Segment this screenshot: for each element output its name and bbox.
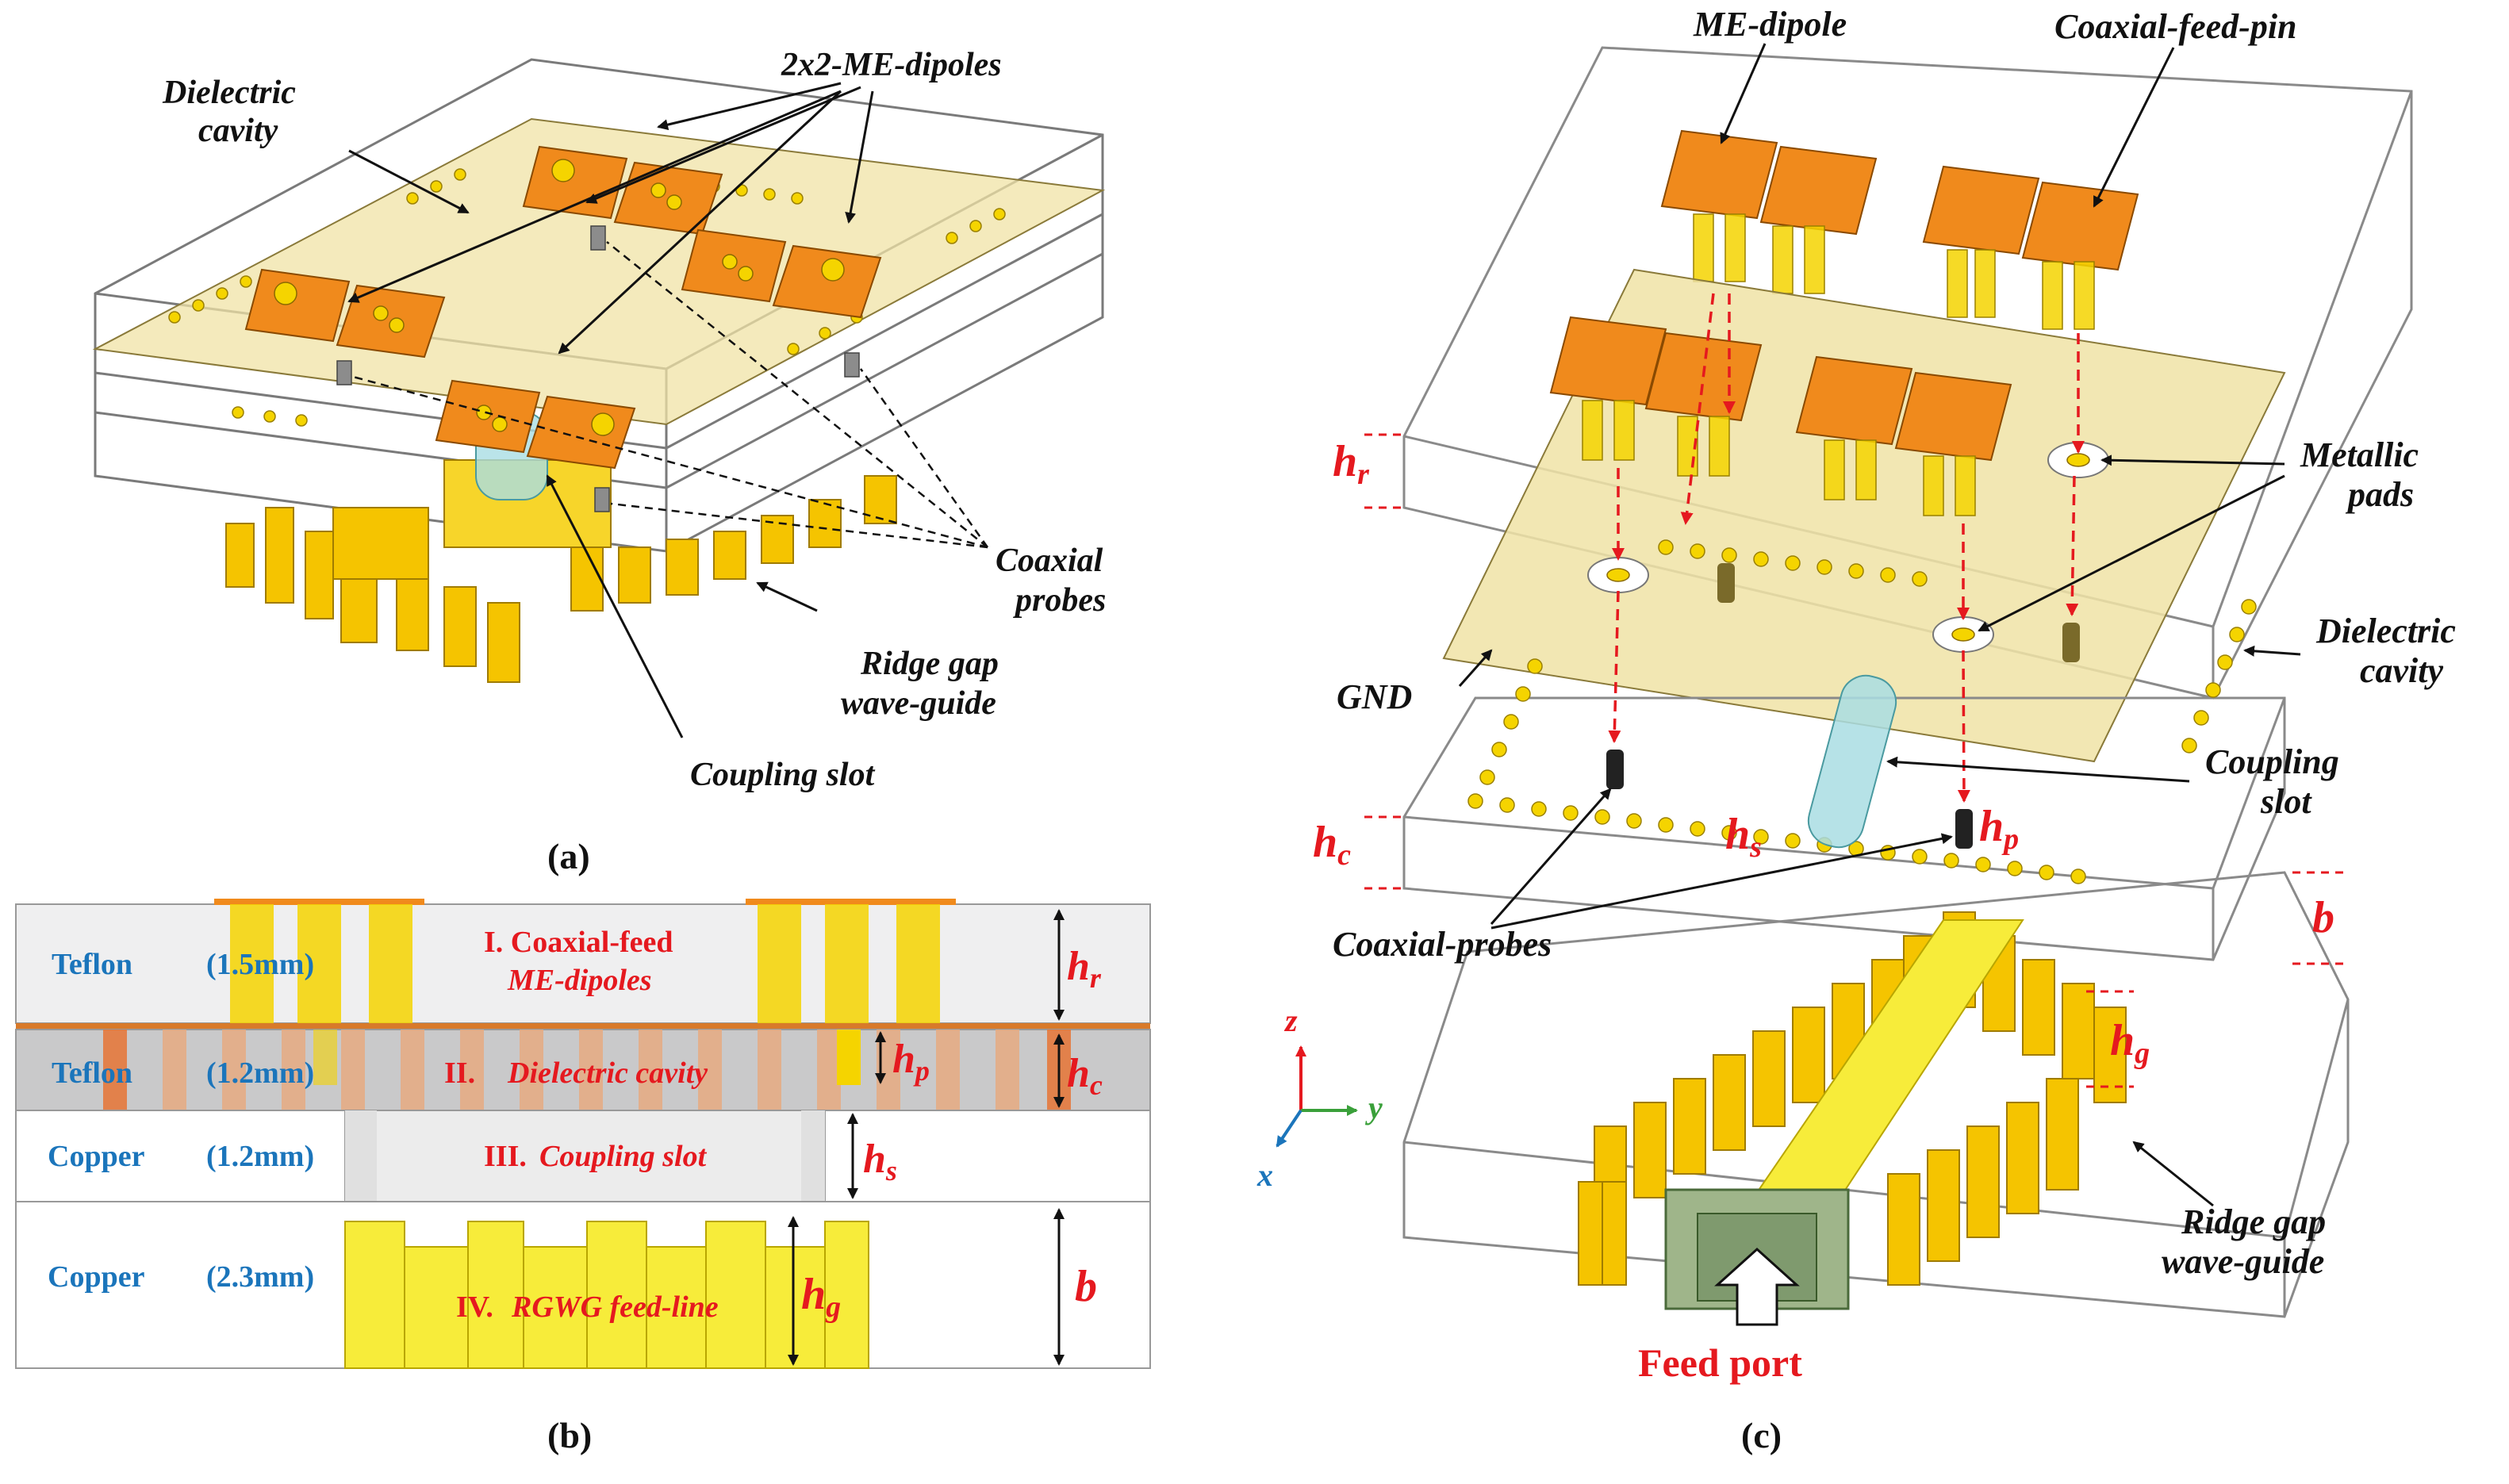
panel-a-ridge-pins [225, 459, 897, 683]
panel-c-pad-centers [1606, 453, 2090, 642]
panel-c-axes [1276, 1045, 1358, 1148]
dim-hp-b: hp [892, 1037, 930, 1087]
panel-c-cavity-label-1: Dielectric [2315, 612, 2456, 650]
panel-c-feed-port-label: Feed port [1638, 1340, 1802, 1385]
panel-c-lower-pins [1582, 400, 1976, 516]
panel-c-explode-arrows [1608, 293, 2085, 803]
layer-3-title-2: Coupling slot [539, 1140, 708, 1173]
panel-a: Dielectric cavity 2x2-ME-dipoles Coaxial… [92, 47, 1106, 876]
panel-a-patch-holes [274, 159, 845, 436]
layer-2-thickness: (1.2mm) [206, 1056, 314, 1090]
coupling-slot-cut [344, 1110, 826, 1202]
panel-c-caption: (c) [1741, 1415, 1782, 1455]
layer-4-material: Copper [48, 1260, 145, 1294]
panel-c-coax-probes [1606, 563, 2080, 849]
layer-3-material: Copper [48, 1140, 145, 1173]
panel-c-pads-label-2: pads [2345, 475, 2414, 514]
layer-2-probe-left [313, 1030, 337, 1085]
layer-1-title-2: ME-dipoles [507, 964, 652, 997]
layer-1-material: Teflon [52, 948, 132, 981]
panel-c-cavity-label-2: cavity [2360, 651, 2444, 690]
panel-b-dim-arrows [788, 909, 1065, 1366]
panel-a-rgw-label-1: Ridge gap [860, 646, 999, 682]
panel-c-probes-label: Coaxial-probes [1333, 925, 1552, 964]
panel-c-rgw-label-2: wave-guide [2162, 1242, 2324, 1281]
layer-4-title-2: RGWG feed-line [511, 1290, 719, 1324]
axis-y-label: y [1365, 1090, 1383, 1125]
layer-1-box [15, 903, 1151, 1024]
layer-1-patch-left [214, 899, 424, 905]
dim-b-b: b [1075, 1262, 1097, 1311]
panel-c-rgw-label-1: Ridge gap [2181, 1202, 2326, 1241]
dim-hg-c: hg [2110, 1016, 2150, 1070]
layer-3-thickness: (1.2mm) [206, 1140, 314, 1173]
layer-4-thickness: (2.3mm) [206, 1260, 314, 1294]
dim-hg-b: hg [801, 1270, 841, 1324]
dim-b-c: b [2312, 893, 2334, 942]
panel-c: z y x ME-dipole Coaxial-feed-pin Metalli… [1256, 5, 2456, 1455]
rgwg-feed-line [344, 1221, 869, 1369]
dim-hc-b: hc [1067, 1051, 1103, 1101]
layer-1-thickness: (1.5mm) [206, 948, 314, 981]
panel-c-cavity-vias [1467, 539, 2257, 884]
panel-a-slot-label: Coupling slot [690, 757, 876, 793]
panel-c-coupling-slot [1807, 674, 1897, 849]
panel-c-dim-dashes [1364, 433, 2348, 1088]
panel-c-slot-label-2: slot [2260, 782, 2312, 821]
layer-3-title: III. [484, 1140, 527, 1173]
panel-a-leaders [347, 82, 874, 738]
panel-c-feed-pin-label: Coaxial-feed-pin [2054, 7, 2297, 46]
dim-hs-c: hs [1725, 810, 1762, 864]
dipole-a4b [526, 395, 636, 470]
dim-hr-c: hr [1333, 437, 1370, 491]
dim-hs-b: hs [863, 1137, 897, 1187]
layer-2-probe [837, 1030, 861, 1085]
panel-c-upper-pins [1693, 213, 2095, 330]
panel-a-rgw-label-2: wave-guide [841, 685, 996, 722]
panel-a-coax-label-1: Coaxial [996, 543, 1103, 579]
layer-1-title: I. Coaxial-feed [484, 926, 673, 959]
dim-hc-c: hc [1313, 818, 1351, 872]
panel-a-dielectric-label-2: cavity [198, 113, 278, 149]
dim-hp-c: hp [1979, 802, 2019, 856]
panel-c-upper-dipoles [1660, 129, 2139, 271]
layer-1-title-a: I. Coaxial-feed [484, 926, 673, 959]
panel-a-dipoles-label: 2x2-ME-dipoles [781, 47, 1002, 83]
panel-c-me-dipole-label: ME-dipole [1693, 5, 1847, 44]
dipole-a3b [772, 244, 882, 319]
panel-a-caption: (a) [547, 836, 590, 876]
panel-b-caption: (b) [547, 1415, 592, 1455]
layer-1-pins [230, 904, 940, 1023]
layer-4-title: IV. [456, 1290, 493, 1324]
layer-2-title-2: Dielectric cavity [507, 1056, 708, 1090]
panel-b: Teflon (1.5mm) I. Coaxial-feed ME-dipole… [15, 899, 1151, 1455]
axis-z-label: z [1283, 1003, 1298, 1038]
panel-c-gnd-label: GND [1337, 677, 1412, 716]
panel-a-dielectric-label-1: Dielectric [162, 75, 296, 111]
layer-2-material: Teflon [52, 1056, 132, 1090]
axis-x-label: x [1256, 1157, 1273, 1193]
layer-1-patch-right [746, 899, 956, 905]
panel-a-coax-label-2: probes [1013, 582, 1106, 619]
panel-a-coax-probes [336, 225, 860, 512]
panel-c-lower-dipoles [1549, 316, 2012, 462]
panel-a-probe-dashes [352, 241, 989, 549]
panel-c-leaders [1458, 43, 2301, 1207]
layer-2-title: II. [444, 1056, 475, 1090]
panel-c-slot-label-1: Coupling [2205, 742, 2339, 781]
slot-edge-left [345, 1110, 377, 1202]
panel-c-pads-label-1: Metallic [2300, 435, 2419, 474]
gnd-line [16, 1023, 1150, 1030]
dipole-a2 [244, 268, 351, 343]
dim-hr-b: hr [1067, 944, 1102, 994]
dipole-a1 [522, 145, 628, 220]
panel-c-feed-arrow [1714, 1247, 1800, 1326]
slot-edge-right [801, 1110, 825, 1202]
